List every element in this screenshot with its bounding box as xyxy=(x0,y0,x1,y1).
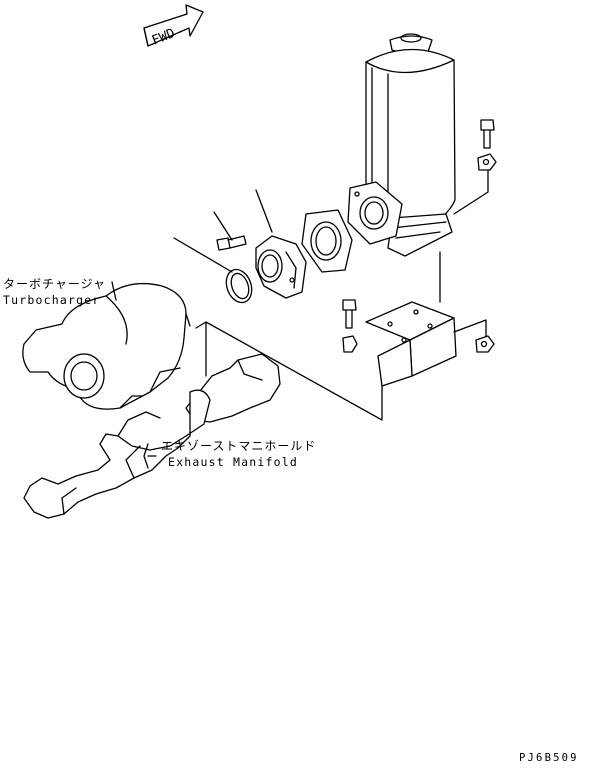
bolt-icon xyxy=(480,119,495,149)
clamp-ring-icon xyxy=(225,268,253,304)
turbocharger-label-en: Turbocharger xyxy=(3,293,101,307)
exhaust-elbow-icon xyxy=(255,235,307,299)
gasket-icon xyxy=(301,209,353,273)
bracket-spacer-icon xyxy=(342,335,358,353)
exhaust-manifold-icon xyxy=(23,353,281,519)
muffler-icon xyxy=(365,33,456,257)
muffler-inlet-flange-icon xyxy=(347,181,403,245)
bracket-bolt-icon xyxy=(342,299,357,329)
nut-icon xyxy=(477,153,497,171)
exhaust-manifold-label-jp: エキゾーストマニホールド xyxy=(161,439,317,453)
turbocharger-label-jp: ターボチャージャ xyxy=(3,277,107,291)
bracket-nut-icon xyxy=(475,335,495,353)
drawing-code: PJ6B509 xyxy=(519,752,579,764)
elbow-bolt-icon xyxy=(216,235,247,251)
fwd-arrow-icon: FWD xyxy=(143,4,204,49)
muffler-bracket-icon xyxy=(365,301,457,387)
turbocharger-icon xyxy=(22,282,191,410)
exhaust-manifold-label-en: Exhaust Manifold xyxy=(168,455,298,469)
